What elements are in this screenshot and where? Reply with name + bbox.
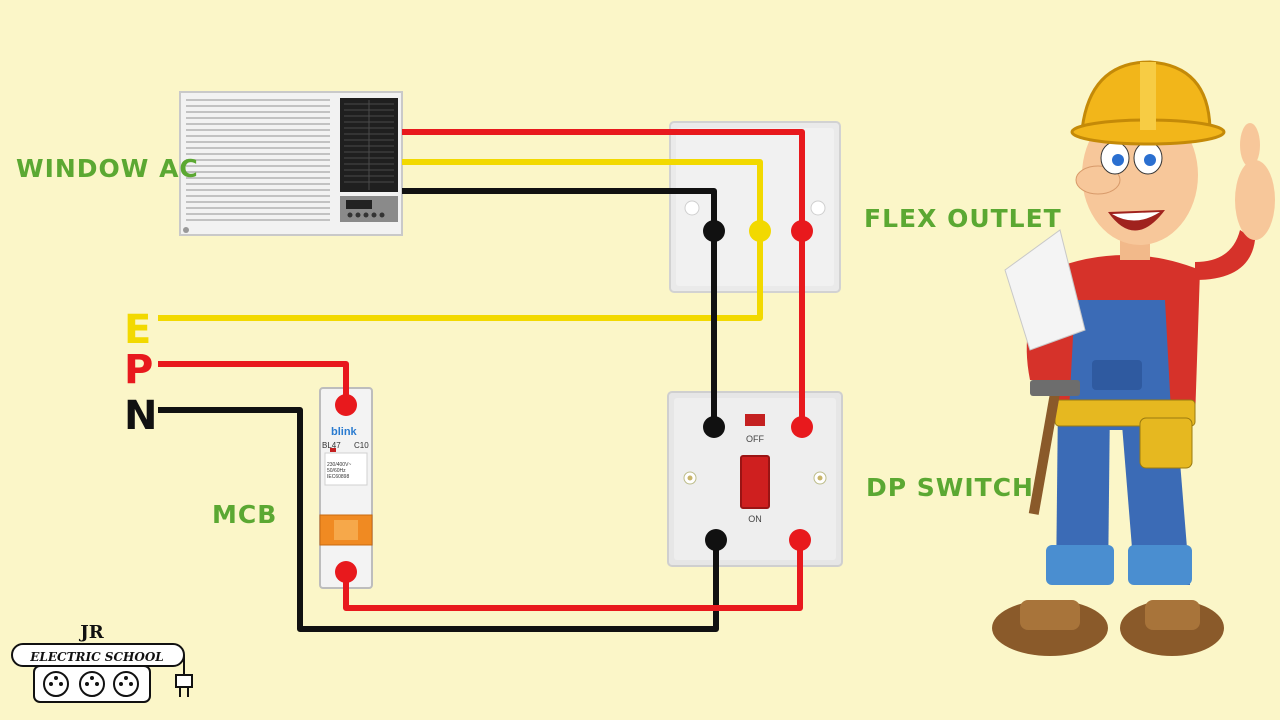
phase-wire	[158, 129, 805, 611]
logo-monogram: JR	[78, 622, 105, 643]
mcb-spec-3: IEC60898	[327, 474, 349, 480]
switch-on-label: ON	[748, 514, 762, 524]
logo-name: ELECTRIC SCHOOL	[29, 650, 163, 664]
mcb-spec-2: 50/60Hz	[327, 468, 346, 474]
ac-grille	[186, 99, 330, 221]
mcb-label: MCB	[212, 500, 278, 529]
mcb-device	[319, 387, 373, 589]
earth-line-letter: E	[124, 307, 152, 353]
mcb-brand: blink	[331, 426, 358, 438]
neon-indicator	[745, 414, 765, 426]
dp-switch-plate	[667, 391, 843, 567]
neutral-wire	[158, 188, 719, 632]
flex-outlet-plate	[669, 121, 841, 293]
terminal-points	[335, 220, 813, 583]
window-ac-label: WINDOW AC	[16, 154, 199, 183]
neutral-line-letter: N	[124, 393, 158, 439]
phase-line-letter: P	[124, 347, 154, 393]
electrician-character	[992, 60, 1275, 656]
rocker-switch[interactable]	[740, 455, 770, 509]
electric-school-logo: JR ELECTRIC SCHOOL	[11, 622, 193, 703]
mcb-rating: C10	[354, 441, 369, 450]
window-ac-unit	[179, 91, 403, 236]
mcb-spec-1: 230/400V~	[327, 462, 351, 468]
mcb-model: BL47	[322, 441, 341, 450]
dp-switch-label: DP SWITCH	[866, 473, 1034, 502]
switch-off-label: OFF	[746, 434, 764, 444]
flex-outlet-label: FLEX OUTLET	[864, 204, 1062, 233]
